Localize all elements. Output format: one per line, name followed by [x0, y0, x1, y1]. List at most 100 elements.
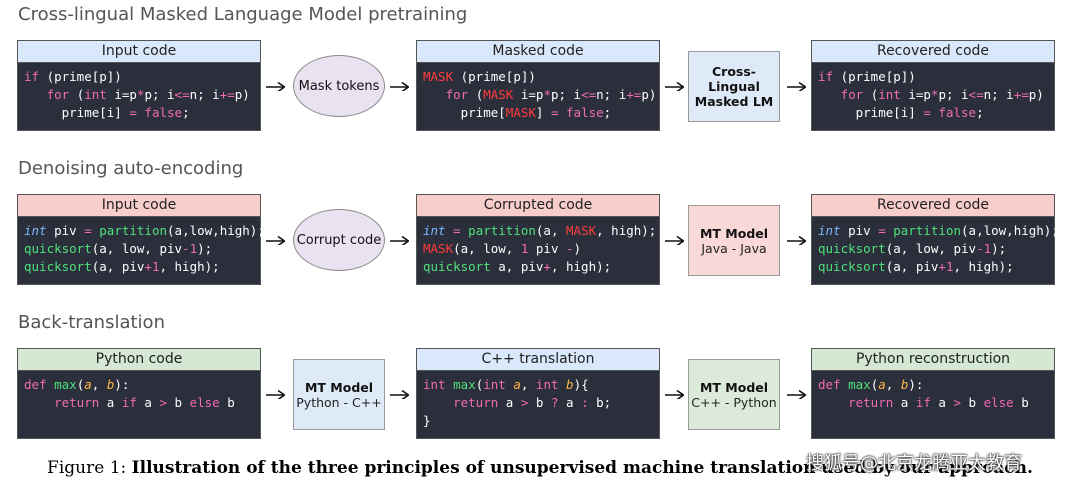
arrow-right	[787, 81, 806, 91]
code-token: ):	[908, 377, 924, 392]
code-token: ,	[520, 377, 536, 392]
panel-header: Input code	[18, 41, 260, 63]
code-token: ,	[885, 377, 901, 392]
code-token: MASK	[505, 105, 536, 120]
code-block: int piv = partition(a,low,high);quicksor…	[812, 217, 1059, 276]
code-token: );	[197, 241, 213, 256]
code-token: quicksort	[24, 241, 92, 256]
code-token: b	[1013, 395, 1029, 410]
code-token: =	[453, 223, 461, 238]
section-title: Denoising auto-encoding	[18, 158, 244, 179]
code-token: a, piv	[490, 259, 544, 274]
panel-header: Masked code	[417, 41, 659, 63]
code-token: a	[893, 395, 916, 410]
code-line: def max(a, b):	[24, 376, 254, 394]
code-token: (	[76, 377, 85, 392]
code-token: >	[953, 395, 962, 410]
code-token: ?	[550, 395, 559, 410]
code-token: <=	[581, 87, 597, 102]
model-title: Cross-Lingual	[708, 64, 760, 94]
code-token: b;	[588, 395, 612, 410]
code-token: *	[136, 87, 145, 102]
code-token: a	[84, 377, 92, 392]
panel-header: Corrupted code	[417, 195, 659, 217]
code-token: i=p	[900, 87, 931, 102]
code-token: for	[818, 87, 871, 102]
caption-label: Figure 1:	[47, 458, 132, 478]
code-token: a	[930, 395, 954, 410]
code-token: =	[923, 105, 931, 120]
code-token: max	[848, 377, 871, 392]
code-token: :	[581, 395, 589, 410]
code-token: int	[423, 223, 446, 238]
code-token: (prime[p])	[453, 69, 536, 84]
code-token: b	[106, 377, 115, 392]
code-token: (	[870, 87, 879, 102]
arrow-right	[266, 389, 285, 399]
code-token: n; i	[983, 87, 1014, 102]
code-token	[446, 223, 454, 238]
code-token: for	[423, 87, 476, 102]
arrow-right	[787, 235, 806, 245]
code-token: n; i	[189, 87, 220, 102]
model-title: Masked LM	[694, 94, 774, 109]
code-line: prime[i] = false;	[24, 104, 254, 122]
code-token: (a, piv	[91, 259, 145, 274]
code-token: piv	[840, 223, 879, 238]
code-line: quicksort(a, piv+1, high);	[818, 258, 1048, 276]
caption-text: Illustration of the three principles of …	[131, 458, 1033, 478]
code-token: else	[983, 395, 1014, 410]
code-line: prime[MASK] = false;	[423, 104, 653, 122]
code-line: prime[i] = false;	[818, 104, 1048, 122]
code-line: if (prime[p])	[24, 68, 254, 86]
code-token: +1	[144, 259, 160, 274]
code-token: p)	[234, 87, 250, 102]
code-token: (prime[p])	[46, 69, 122, 84]
code-token: +=	[1013, 87, 1029, 102]
code-token: quicksort	[818, 241, 886, 256]
code-token: false	[566, 105, 604, 120]
code-token: quicksort	[423, 259, 491, 274]
code-block: int = partition(a, MASK, high);MASK(a, l…	[417, 217, 659, 276]
code-token: false	[144, 105, 183, 120]
code-token: , high);	[953, 259, 1014, 274]
code-token: if	[818, 69, 841, 84]
code-token: int	[878, 87, 901, 102]
code-token: =	[550, 105, 559, 120]
code-block: MASK (prime[p]) for (MASK i=p*p; i<=n; i…	[417, 63, 659, 122]
code-token: if	[915, 395, 931, 410]
code-token: a	[558, 395, 582, 410]
code-token: (prime[p])	[840, 69, 916, 84]
code-line: quicksort(a, low, piv-1);	[818, 240, 1048, 258]
model-title: MT Model	[699, 379, 769, 395]
code-token: MASK	[483, 87, 514, 102]
code-token: int	[24, 223, 47, 238]
code-token: for	[24, 87, 77, 102]
code-line: MASK (prime[p])	[423, 68, 653, 86]
code-token: return	[818, 395, 894, 410]
panel-header: Python reconstruction	[812, 349, 1054, 371]
operation-ellipse: Corrupt code	[293, 209, 385, 271]
code-token: b	[900, 377, 909, 392]
code-token: ]	[535, 105, 551, 120]
code-block: if (prime[p]) for (int i=p*p; i<=n; i+=p…	[18, 63, 260, 122]
model-subtitle: Java - Java	[701, 240, 767, 256]
operation-ellipse: Mask tokens	[293, 55, 385, 117]
arrow-right	[665, 389, 684, 399]
code-token: b	[167, 395, 190, 410]
code-token: 1	[520, 241, 529, 256]
code-token: +	[543, 259, 551, 274]
panel-header: Recovered code	[812, 41, 1054, 63]
code-token: }	[423, 413, 431, 428]
code-token: max	[453, 377, 476, 392]
